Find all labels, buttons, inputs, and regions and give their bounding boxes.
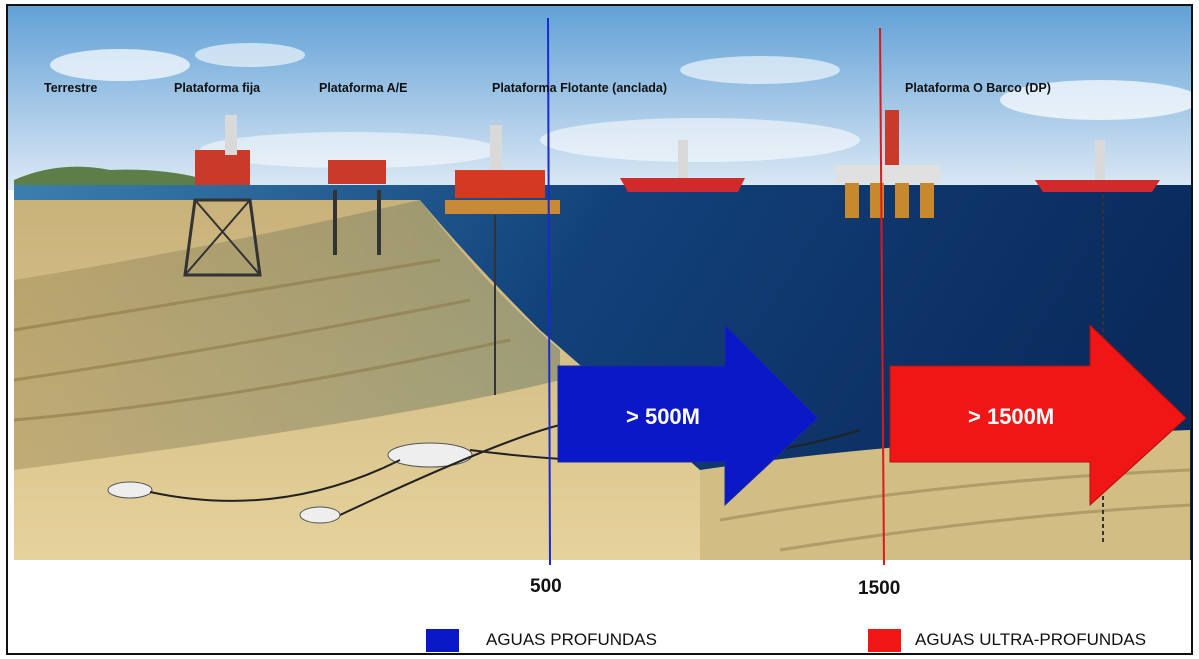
legend-label-deep: AGUAS PROFUNDAS — [486, 630, 657, 649]
subsea-equipment — [107, 424, 861, 524]
arrow-label-deep: > 500M — [626, 404, 700, 429]
depth-line-1500 — [879, 27, 885, 566]
depth-label-500: 500 — [530, 576, 562, 597]
depth-label-1500: 1500 — [858, 578, 901, 599]
label-fixed-platform: Plataforma fija — [174, 81, 261, 95]
anchored-platform — [445, 125, 560, 395]
label-jackup-platform: Plataforma A/E — [319, 81, 408, 95]
label-floating-platform: Plataforma Flotante (anclada) — [492, 81, 668, 95]
label-dp-ship: Plataforma O Barco (DP) — [905, 81, 1051, 95]
legend-swatch-deep — [426, 629, 459, 652]
diagram-frame — [6, 4, 1193, 655]
legend-swatch-ultra — [868, 629, 901, 652]
arrow-deep-water — [557, 323, 819, 507]
offshore-scene — [8, 6, 1191, 653]
label-terrestre: Terrestre — [44, 81, 98, 95]
arrow-ultra-deep-water — [889, 323, 1187, 507]
jackup-platform — [328, 160, 386, 255]
fixed-platform — [183, 115, 262, 277]
arrow-label-ultra: > 1500M — [968, 404, 1055, 429]
drillship — [620, 140, 745, 192]
legend-label-ultra: AGUAS ULTRA-PROFUNDAS — [915, 630, 1147, 649]
depth-line-500 — [547, 17, 551, 566]
